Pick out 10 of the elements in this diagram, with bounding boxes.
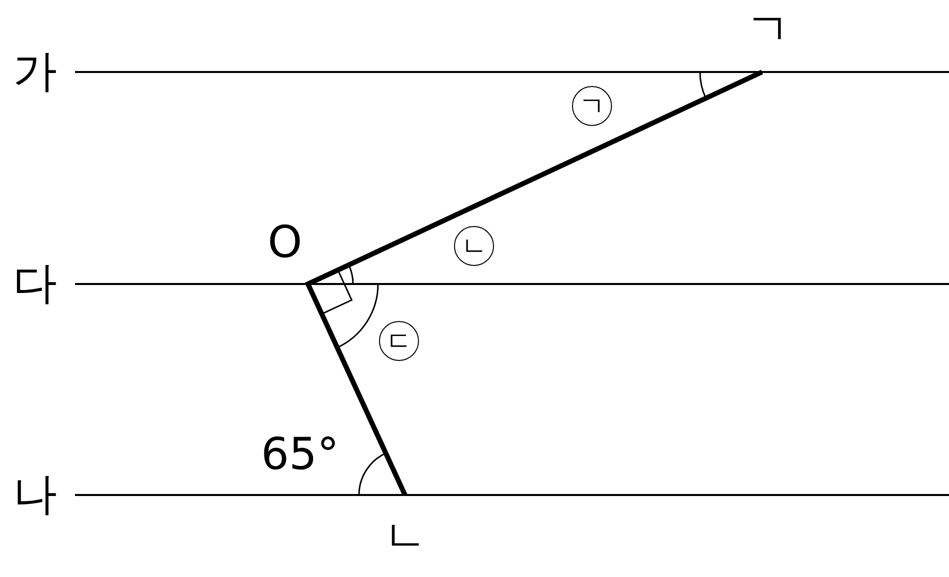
line-label: 나: [13, 473, 57, 517]
circled-angle-marker: ㄱ: [572, 86, 612, 126]
circled-angle-marker: ㄷ: [379, 321, 419, 361]
point-label: ㄱ: [746, 8, 790, 52]
angle-label: 65°: [261, 433, 339, 477]
line-label: 다: [13, 262, 57, 306]
point-label: O: [268, 221, 302, 265]
point-label: ㄴ: [383, 515, 427, 559]
line-label: 가: [13, 50, 57, 94]
circled-angle-marker: ㄴ: [454, 226, 494, 266]
